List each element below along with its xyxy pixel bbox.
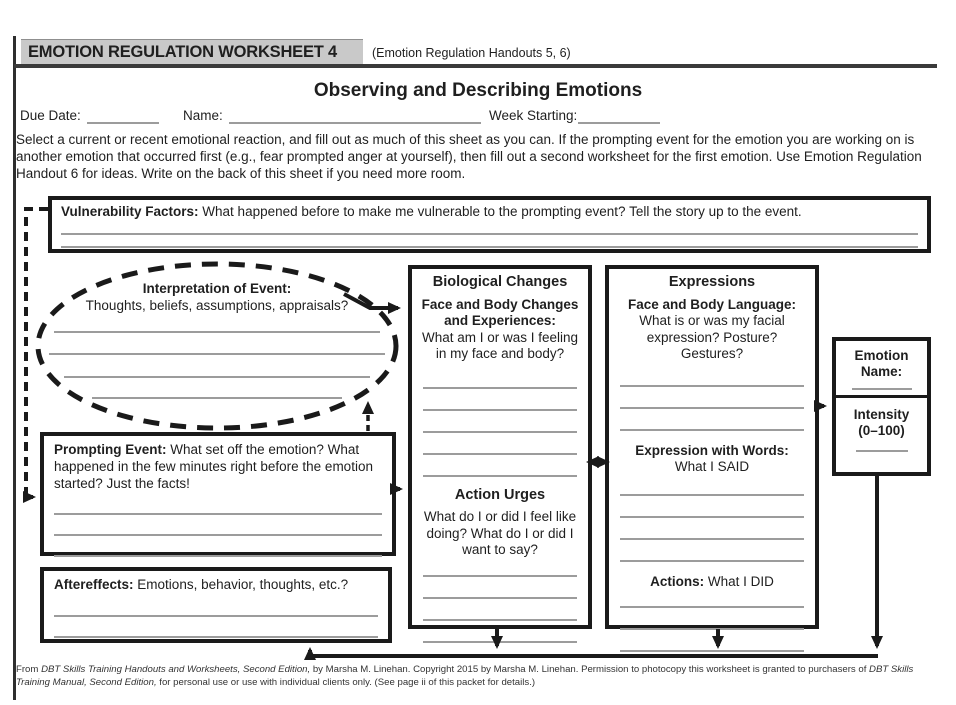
write-line <box>54 331 380 333</box>
expression-with-words-prompt: What I SAID <box>674 459 750 474</box>
write-line <box>851 388 912 390</box>
footer-book-title-2: DBT Skills Training Manual, Second Editi… <box>16 664 914 688</box>
write-line <box>620 650 804 652</box>
write-line <box>54 617 378 638</box>
aftereffects-prompt: Emotions, behavior, thoughts, etc.? <box>137 577 349 592</box>
biological-changes-title: Biological Changes <box>432 274 568 290</box>
emotion-name-label: Emotion Name: <box>854 348 909 379</box>
week-starting-label: Week Starting: <box>489 108 578 123</box>
intensity-label: Intensity <box>853 407 910 422</box>
footer-book-title-1: DBT Skills Training Handouts and Workshe… <box>41 664 311 675</box>
expression-with-words-label: Expression with Words: <box>635 442 789 458</box>
write-line <box>423 640 577 643</box>
emotion-box-divider <box>836 395 927 398</box>
due-date-field <box>87 108 159 124</box>
write-line <box>54 515 382 536</box>
face-body-changes-prompt: What am I or was I feeling in my face an… <box>421 329 579 362</box>
write-line <box>423 386 577 389</box>
write-line <box>61 222 918 235</box>
aftereffects-box: Aftereffects: Emotions, behavior, though… <box>40 567 392 643</box>
left-margin-rule <box>13 36 16 700</box>
write-line <box>92 397 342 399</box>
aftereffects-text: Aftereffects: Emotions, behavior, though… <box>54 576 378 593</box>
write-line <box>620 384 804 387</box>
vulnerability-factors-box: Vulnerability Factors: What happened bef… <box>48 196 931 253</box>
footer-text: From <box>16 664 42 675</box>
face-body-changes-label: Face and Body Changes and Experiences: <box>421 296 579 329</box>
write-line <box>64 376 370 378</box>
action-urges-label: Action Urges <box>454 486 546 503</box>
write-line <box>620 537 804 540</box>
write-line <box>620 493 804 496</box>
write-line <box>54 494 382 515</box>
write-line <box>423 408 577 411</box>
name-field <box>229 108 481 124</box>
write-line <box>49 353 385 355</box>
expressions-panel: Expressions Face and Body Language: What… <box>605 265 819 652</box>
write-line <box>620 428 804 431</box>
interpretation-prompt: Thoughts, beliefs, assumptions, appraisa… <box>85 297 349 313</box>
footer-text: for personal use or use with individual … <box>156 676 536 688</box>
worksheet-number-label: EMOTION REGULATION WORKSHEET 4 <box>28 43 338 61</box>
expressions-title: Expressions <box>668 274 756 290</box>
write-line <box>620 606 804 608</box>
write-line <box>620 515 804 518</box>
handouts-reference: (Emotion Regulation Handouts 5, 6) <box>372 46 571 60</box>
footer-text: by Marsha M. Linehan. Copyright 2015 by … <box>310 664 870 675</box>
write-line <box>620 406 804 409</box>
name-label: Name: <box>183 108 223 123</box>
write-line <box>620 628 804 630</box>
vulnerability-factors-text: Vulnerability Factors: What happened bef… <box>61 204 918 219</box>
week-starting-field <box>578 108 660 124</box>
write-line <box>855 450 908 452</box>
actions-prompt: What I DID <box>707 573 774 589</box>
prompting-event-text: Prompting Event: What set off the emotio… <box>54 441 382 492</box>
prompting-event-box: Prompting Event: What set off the emotio… <box>40 432 396 557</box>
write-line <box>54 596 378 617</box>
write-line <box>54 536 382 557</box>
write-line <box>423 474 577 477</box>
page-title: Observing and Describing Emotions <box>313 80 643 101</box>
write-line <box>423 452 577 455</box>
vulnerability-factors-label: Vulnerability Factors: <box>61 204 199 219</box>
prompting-event-label: Prompting Event: <box>54 442 167 457</box>
due-date-label: Due Date: <box>20 108 81 123</box>
write-line <box>423 430 577 433</box>
write-line <box>423 596 577 599</box>
actions-label: Actions: <box>650 573 705 589</box>
interpretation-of-event-area: Interpretation of Event: Thoughts, belie… <box>38 281 396 399</box>
prompting-event-prompt: What set off the emotion? What happened … <box>54 442 373 491</box>
copyright-footer: From DBT Skills Training Handouts and Wo… <box>16 664 948 689</box>
face-body-language-prompt: What is or was my facial expression? Pos… <box>639 313 785 361</box>
header-rule <box>14 64 937 68</box>
actions-text: Actions: What I DID <box>618 574 806 591</box>
write-line <box>423 618 577 621</box>
face-body-language-label: Face and Body Language: <box>627 296 797 312</box>
vulnerability-factors-prompt: What happened before to make me vulnerab… <box>202 204 802 219</box>
interpretation-label: Interpretation of Event: <box>142 281 292 296</box>
instructions-text: Select a current or recent emotional rea… <box>16 132 922 182</box>
aftereffects-label: Aftereffects: <box>54 577 134 592</box>
write-line <box>620 559 804 562</box>
action-urges-prompt: What do I or did I feel like doing? What… <box>423 509 577 557</box>
intensity-range-label: (0–100) <box>858 423 905 438</box>
write-line <box>423 574 577 577</box>
emotion-name-box: Emotion Name: Intensity (0–100) <box>832 337 931 476</box>
biological-changes-panel: Biological Changes Face and Body Changes… <box>408 265 592 643</box>
worksheet-header-bar: EMOTION REGULATION WORKSHEET 4 <box>21 39 363 65</box>
write-line <box>61 235 918 248</box>
